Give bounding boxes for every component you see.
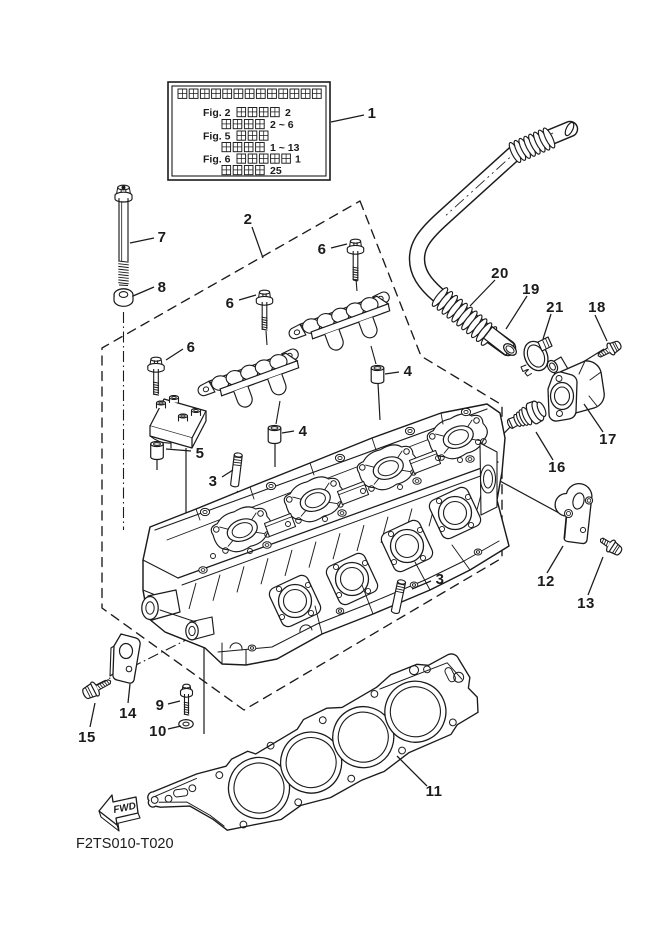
svg-text:2 ~ 6: 2 ~ 6	[270, 119, 294, 131]
svg-text:F2TS010-T020: F2TS010-T020	[76, 836, 174, 852]
svg-text:3: 3	[209, 473, 218, 490]
svg-text:1: 1	[368, 105, 377, 122]
svg-text:2: 2	[285, 107, 291, 119]
svg-text:13: 13	[577, 595, 595, 612]
svg-text:4: 4	[404, 363, 413, 380]
svg-text:6: 6	[226, 295, 235, 312]
svg-text:FWD: FWD	[112, 801, 136, 816]
svg-text:12: 12	[537, 573, 555, 590]
svg-text:8: 8	[158, 279, 167, 296]
svg-text:15: 15	[78, 729, 96, 746]
svg-text:5: 5	[196, 445, 205, 462]
svg-text:6: 6	[187, 339, 196, 356]
svg-text:21: 21	[546, 299, 564, 316]
svg-text:16: 16	[548, 459, 566, 476]
svg-text:18: 18	[588, 299, 606, 316]
svg-text:Fig. 6: Fig. 6	[203, 154, 231, 166]
svg-text:19: 19	[522, 281, 540, 298]
svg-text:4: 4	[299, 423, 308, 440]
svg-text:25: 25	[270, 165, 282, 177]
svg-text:20: 20	[491, 265, 509, 282]
svg-text:7: 7	[158, 229, 167, 246]
svg-text:6: 6	[318, 241, 327, 258]
svg-text:11: 11	[426, 783, 443, 800]
svg-text:14: 14	[119, 705, 137, 722]
svg-text:17: 17	[599, 431, 617, 448]
svg-text:1: 1	[295, 154, 301, 166]
svg-text:Fig. 5: Fig. 5	[203, 131, 231, 143]
svg-text:3: 3	[436, 571, 445, 588]
svg-text:10: 10	[149, 723, 167, 740]
svg-text:1 ~ 13: 1 ~ 13	[270, 142, 300, 154]
svg-text:Fig. 2: Fig. 2	[203, 107, 231, 119]
svg-text:9: 9	[156, 697, 165, 714]
svg-text:2: 2	[244, 211, 253, 228]
